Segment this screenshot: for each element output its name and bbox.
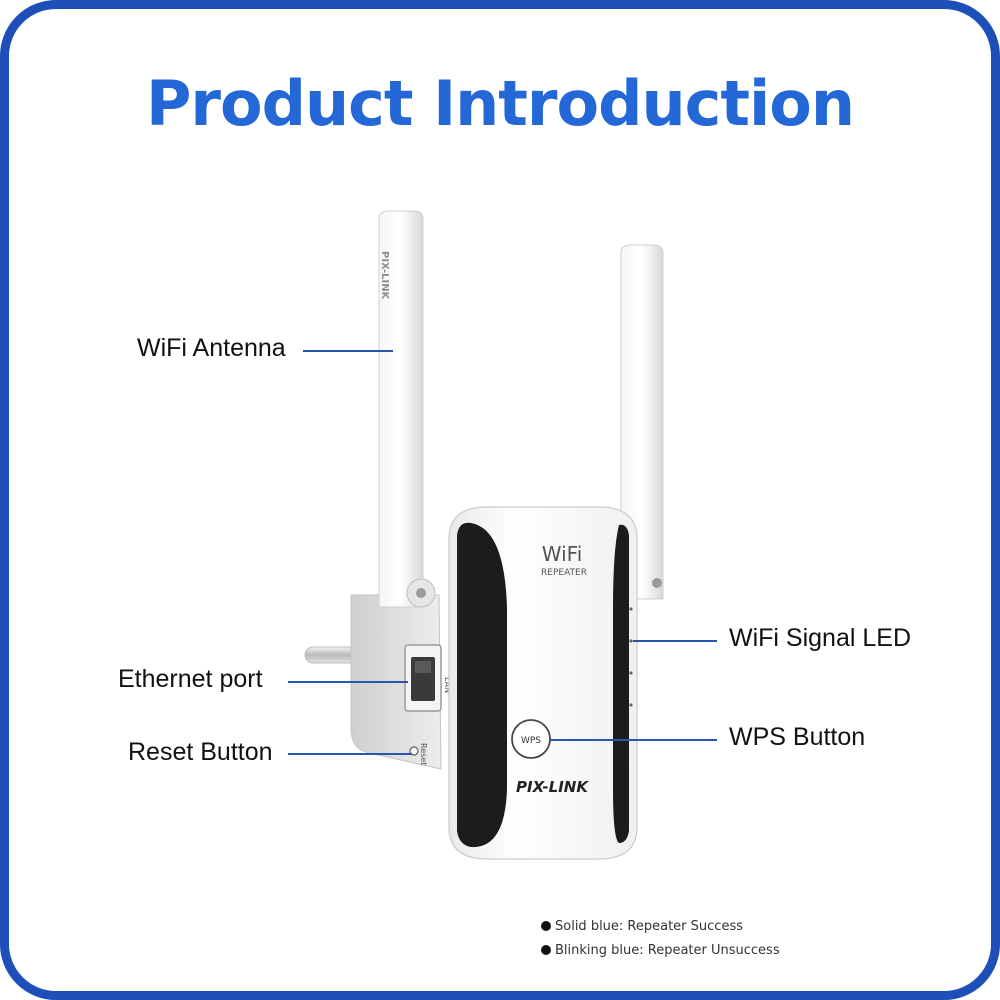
leader-wifi-antenna — [303, 350, 393, 352]
lan-label: LAN — [443, 677, 452, 693]
brand-logo: PIX-LINK — [516, 778, 589, 796]
reset-hole — [409, 746, 419, 756]
leader-wifi-signal-led — [633, 640, 717, 642]
repeater-body — [448, 506, 638, 860]
wifi-logo-text: WiFi — [542, 542, 583, 566]
reset-label: Reset — [419, 743, 428, 765]
bullet-icon — [541, 945, 551, 955]
ethernet-port-graphic — [404, 644, 442, 712]
callout-reset-button: Reset Button — [128, 738, 273, 766]
callout-wifi-signal-led: WiFi Signal LED — [729, 624, 911, 652]
leader-reset-button — [288, 753, 412, 755]
legend-item: Solid blue: Repeater Success — [541, 919, 743, 934]
callout-wps-button: WPS Button — [729, 723, 866, 751]
right-antenna — [620, 244, 664, 600]
left-antenna — [378, 210, 436, 608]
callout-ethernet-port: Ethernet port — [118, 665, 263, 693]
repeater-illustration: LAN Reset PIX-LINK — [304, 210, 664, 860]
page-title: Product Introduction — [145, 67, 855, 140]
wps-button-text: WPS — [521, 736, 541, 746]
leader-ethernet-port — [288, 681, 408, 683]
callout-wifi-antenna: WiFi Antenna — [137, 334, 286, 362]
legend-item: Blinking blue: Repeater Unsuccess — [541, 943, 780, 958]
antenna-brand-print: PIX-LINK — [379, 251, 390, 301]
repeater-logo-text: REPEATER — [541, 568, 587, 578]
bullet-icon — [541, 921, 551, 931]
leader-wps-button — [549, 739, 717, 741]
